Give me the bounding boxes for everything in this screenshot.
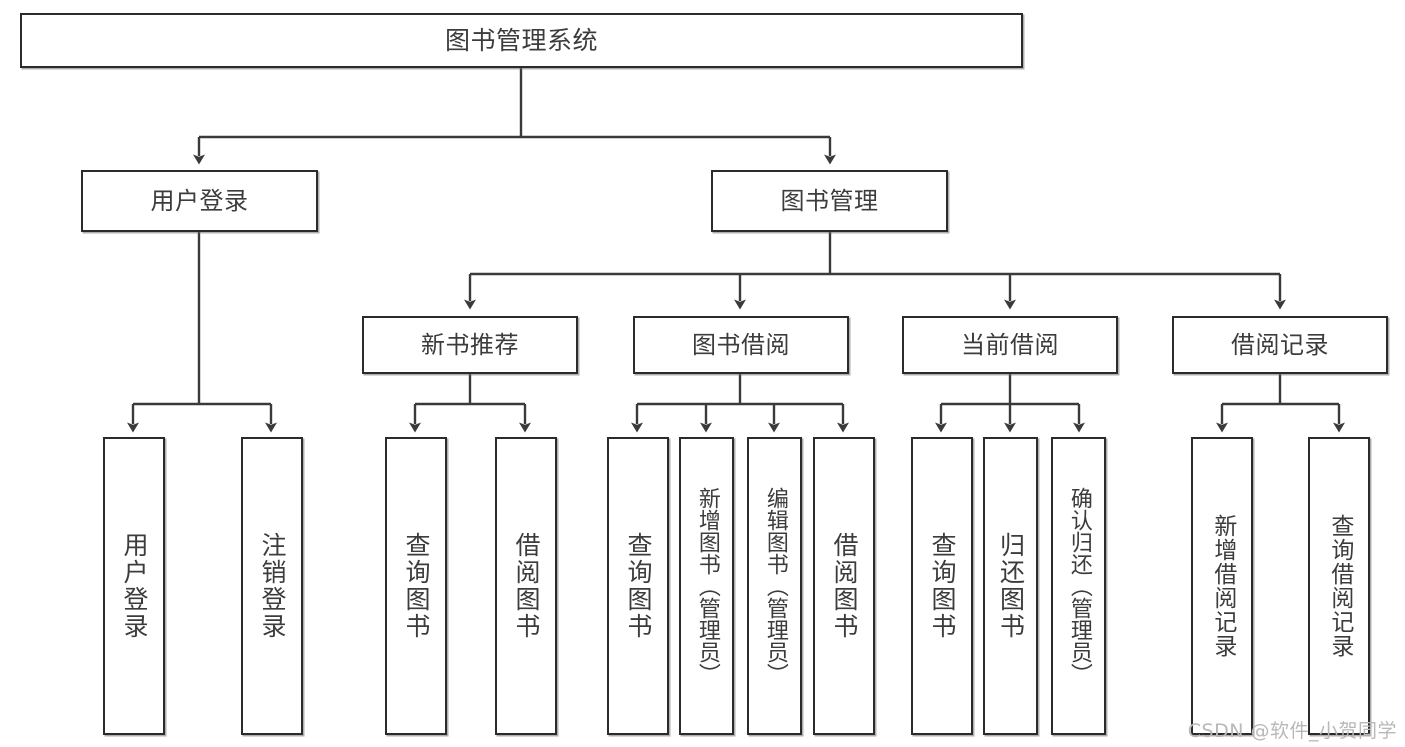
node-label: 借阅图书 <box>512 532 541 640</box>
leaf-current-query-book[interactable]: 查询图书 <box>911 437 973 735</box>
node-label: 新增借阅记录 <box>1209 514 1236 658</box>
node-label: 查询图书 <box>624 532 653 640</box>
node-label: 图书管理 <box>780 186 879 215</box>
node-label: 注销登录 <box>258 532 287 640</box>
node-label: 归还图书 <box>996 532 1026 640</box>
leaf-borrow-add-book-admin[interactable]: 新增图书（管理员） <box>679 437 734 735</box>
node-borrow-records[interactable]: 借阅记录 <box>1172 316 1388 374</box>
node-label: 用户登录 <box>150 186 249 215</box>
node-label: 用户登录 <box>120 532 149 640</box>
watermark-text: CSDN @软件_小贺同学 <box>1187 720 1397 742</box>
node-label: 新书推荐 <box>421 330 519 359</box>
node-label: 确认归还（管理员） <box>1066 487 1092 685</box>
leaf-user-login-logout[interactable]: 注销登录 <box>241 437 303 735</box>
node-book-management[interactable]: 图书管理 <box>711 170 948 232</box>
leaf-borrow-borrow-book[interactable]: 借阅图书 <box>813 437 875 735</box>
leaf-borrow-edit-book-admin[interactable]: 编辑图书（管理员） <box>747 437 802 735</box>
node-label: 编辑图书（管理员） <box>762 487 788 685</box>
node-label: 借阅记录 <box>1231 330 1329 359</box>
node-book-borrow[interactable]: 图书借阅 <box>633 316 849 374</box>
leaf-records-query-record[interactable]: 查询借阅记录 <box>1308 437 1370 735</box>
node-label: 当前借阅 <box>961 330 1059 359</box>
node-label: 图书管理系统 <box>444 25 598 55</box>
node-label: 新增图书（管理员） <box>694 487 720 685</box>
node-label: 借阅图书 <box>830 532 859 640</box>
node-new-book-recommend[interactable]: 新书推荐 <box>362 316 578 374</box>
leaf-records-add-record[interactable]: 新增借阅记录 <box>1191 437 1253 735</box>
node-label: 图书借阅 <box>692 330 790 359</box>
leaf-borrow-query-book[interactable]: 查询图书 <box>607 437 669 735</box>
leaf-recommend-borrow-book[interactable]: 借阅图书 <box>495 437 557 735</box>
node-label: 查询图书 <box>402 532 431 640</box>
node-root-system[interactable]: 图书管理系统 <box>20 13 1023 68</box>
node-label: 查询图书 <box>928 532 957 640</box>
node-label: 查询借阅记录 <box>1326 514 1353 658</box>
leaf-current-confirm-return-admin[interactable]: 确认归还（管理员） <box>1051 437 1106 735</box>
node-user-login[interactable]: 用户登录 <box>81 170 318 232</box>
leaf-current-return-book[interactable]: 归还图书 <box>983 437 1038 735</box>
leaf-recommend-query-book[interactable]: 查询图书 <box>385 437 447 735</box>
leaf-user-login-login[interactable]: 用户登录 <box>103 437 165 735</box>
node-current-borrow[interactable]: 当前借阅 <box>902 316 1118 374</box>
